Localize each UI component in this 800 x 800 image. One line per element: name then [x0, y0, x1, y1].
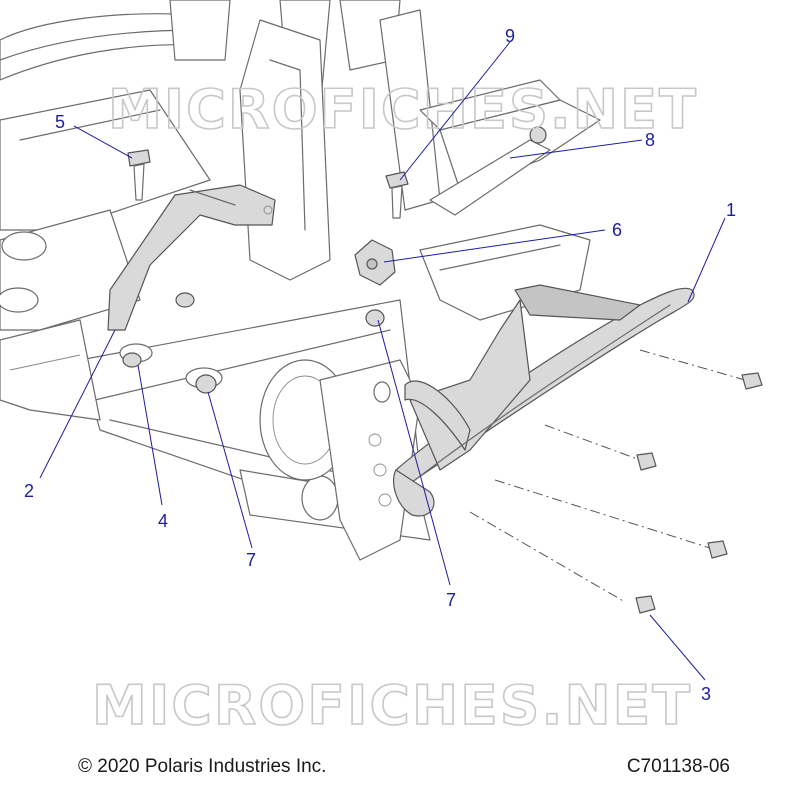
leader-lines [39, 41, 726, 681]
copyright-text: © 2020 Polaris Industries Inc. [78, 756, 327, 777]
callout-7-right: 7 [446, 590, 456, 610]
part-4-nut [119, 343, 153, 368]
callout-2: 2 [24, 481, 34, 501]
watermark: MICROFICHES.NET MICROFICHES.NET [91, 77, 698, 738]
callout-3: 3 [701, 684, 711, 704]
part-7-nut-right [365, 309, 385, 327]
drawing-number: C701138-06 [626, 756, 730, 777]
part-5-bolt [127, 149, 151, 201]
callout-6: 6 [612, 220, 622, 240]
part-9-bolt [385, 171, 409, 219]
callout-4: 4 [158, 511, 168, 531]
callout-5: 5 [55, 112, 65, 132]
callout-9: 9 [505, 26, 515, 46]
part-6-bushing [354, 239, 396, 286]
part-8-tube [429, 139, 551, 216]
watermark-bottom: MICROFICHES.NET [92, 674, 692, 737]
part-3-bolts [469, 349, 763, 614]
callout-7-left: 7 [246, 550, 256, 570]
chassis-frame [0, 0, 601, 561]
parts [107, 126, 763, 614]
callout-1: 1 [726, 200, 736, 220]
callouts: 1 2 3 4 5 6 7 7 8 9 [24, 26, 736, 704]
callout-8: 8 [645, 130, 655, 150]
part-1-bumper [392, 284, 695, 517]
watermark-top: MICROFICHES.NET [108, 78, 698, 141]
part-2-bracket [107, 184, 276, 331]
part-7-nut-left [185, 367, 223, 394]
